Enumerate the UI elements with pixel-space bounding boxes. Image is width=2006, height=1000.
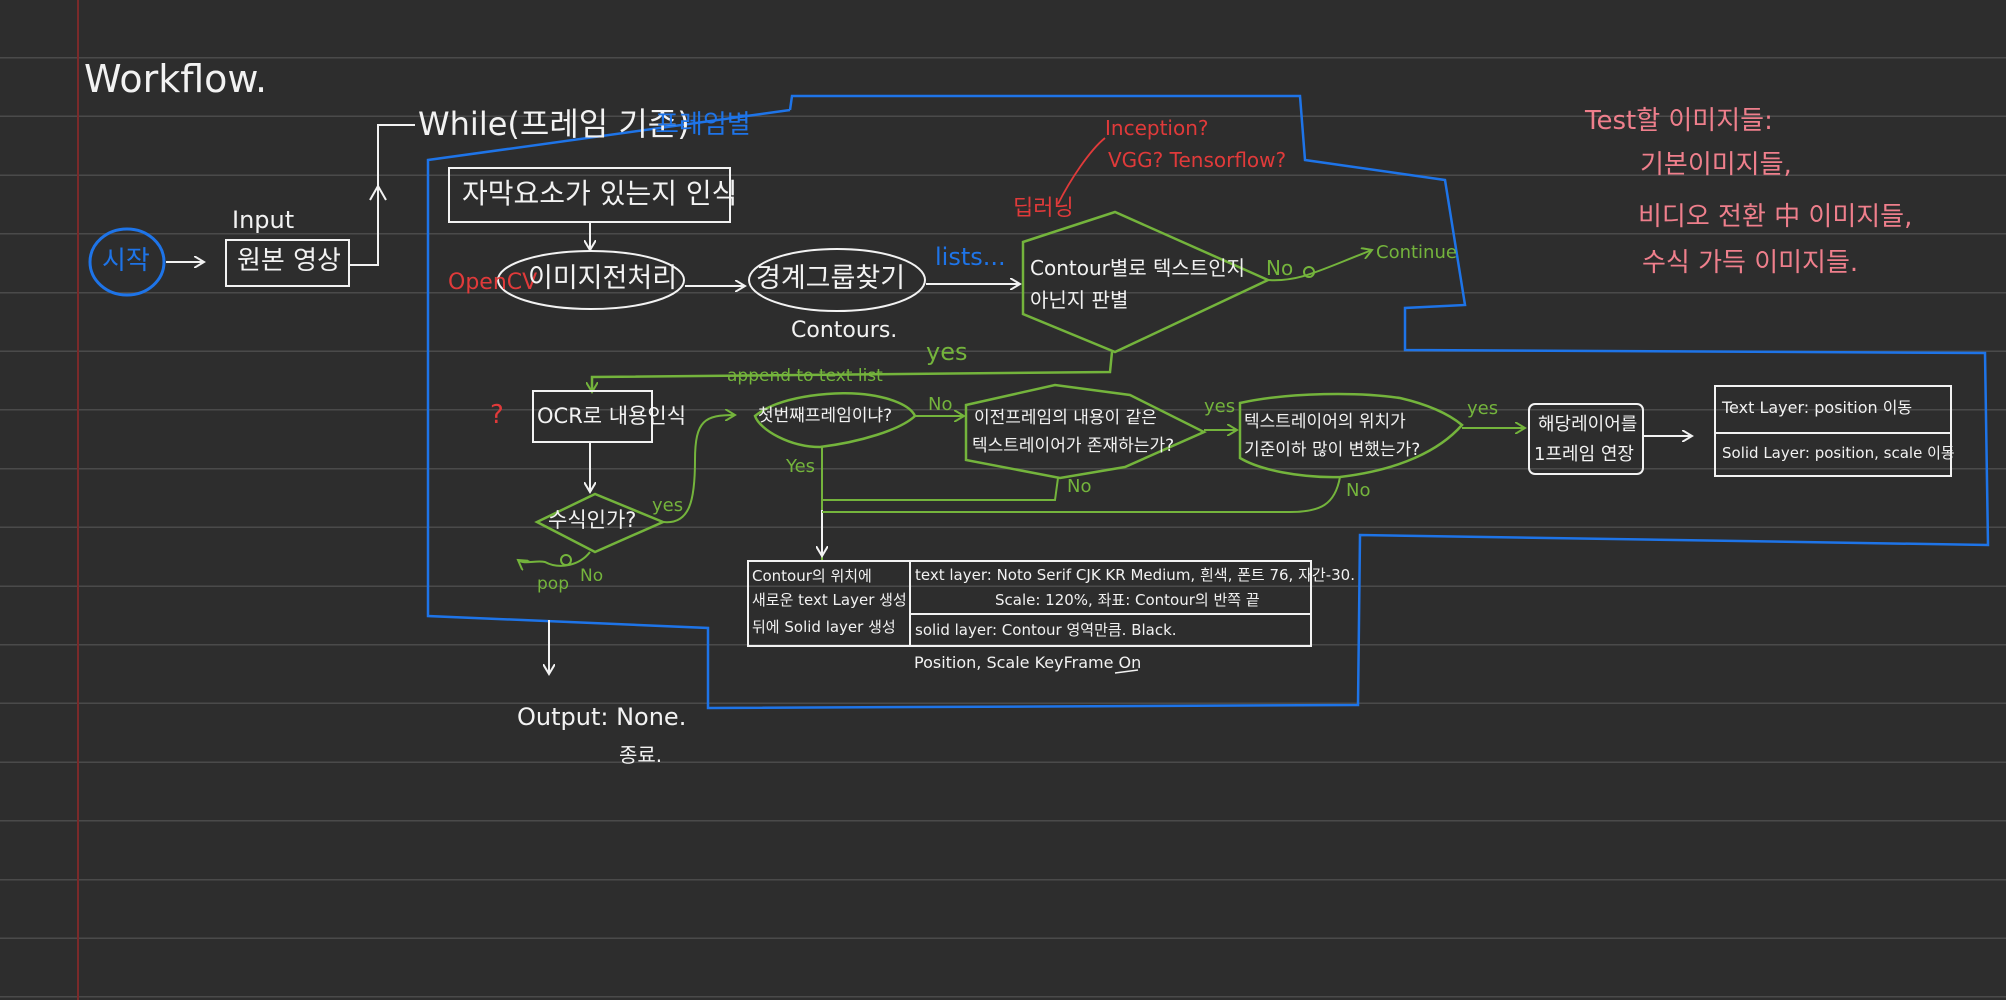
test-item-1: 기본이미지들, (1640, 150, 1792, 180)
test-item-3: 수식 가득 이미지들. (1642, 248, 1859, 278)
solid-layer-update: Solid Layer: position, scale 이동 (1722, 444, 1955, 462)
position-check-label-1: 텍스트레이어의 위치가 (1244, 412, 1406, 432)
layer-updates-box (1714, 385, 1952, 477)
output-label: Output: None. (517, 703, 687, 731)
per-frame-label: 프레임별 (655, 110, 751, 140)
no-label-formula: No (580, 566, 604, 586)
learning-label: 딥러닝 (1013, 196, 1074, 221)
arrow-to-loop (350, 124, 415, 266)
extend-layer-label-1: 해당레이어를 (1538, 414, 1638, 435)
keyframe-note: Position, Scale KeyFrame On (914, 653, 1142, 672)
yes-label-position: yes (1467, 398, 1499, 419)
test-item-2: 비디오 전환 中 이미지들, (1638, 202, 1913, 232)
no-label-decide: No (1266, 256, 1294, 280)
loop-boundary (426, 94, 1990, 710)
same-content-label-2: 텍스트레이어가 존재하는가? (972, 436, 1175, 456)
yes-label-same: yes (1204, 396, 1236, 417)
find-contours-label: 경계그룹찾기 (756, 263, 906, 294)
yes-label-formula: yes (652, 495, 684, 516)
same-content-hexagon (964, 383, 1207, 480)
solid-layer-spec: solid layer: Contour 영역만큼. Black. (915, 621, 1177, 639)
text-layer-spec-2: Scale: 120%, 좌표: Contour의 반쪽 끝 (995, 591, 1260, 609)
create-layer-table (747, 560, 1312, 647)
ocr-label: OCR로 내용인식 (537, 404, 687, 428)
first-frame-label: 첫번째프레임이냐? (758, 406, 893, 426)
learning-pointer (1057, 137, 1106, 205)
arrow-yes-ocr (592, 351, 1114, 392)
text-layer-update: Text Layer: position 이동 (1722, 398, 1913, 417)
opencv-label: OpenCV (448, 270, 538, 295)
arrow-formula-first (662, 415, 735, 524)
page-title: Workflow. (84, 57, 268, 101)
create-left-line-2: 새로운 text Layer 생성 (752, 591, 907, 609)
create-left-line-3: 뒤에 Solid layer 생성 (752, 618, 896, 636)
extend-layer-label-2: 1프레임 연장 (1534, 444, 1634, 465)
source-video-box (225, 239, 350, 287)
start-label: 시작 (102, 246, 150, 276)
no-label-same: No (1067, 476, 1092, 497)
detect-subtitle-box (448, 167, 731, 223)
while-label: While(프레임 기준) (418, 105, 690, 143)
yes-label-first: Yes (786, 456, 816, 477)
position-check-label-2: 기준이하 많이 변했는가? (1244, 440, 1421, 460)
arrow-formula-pop (518, 551, 591, 566)
same-content-label-1: 이전프레임의 내용이 같은 (974, 408, 1157, 428)
no-label-first: No (928, 394, 953, 415)
contours-label: Contours. (791, 318, 898, 343)
text-layer-spec-1: text layer: Noto Serif CJK KR Medium, 흰색… (915, 566, 1355, 584)
source-video-label: 원본 영상 (237, 246, 341, 276)
decide-text-label-2: 아닌지 판별 (1030, 288, 1129, 312)
vgg-label: VGG? Tensorflow? (1108, 148, 1287, 172)
find-contours-node (748, 248, 926, 312)
detect-subtitle-label: 자막요소가 있는지 인식 (462, 177, 738, 210)
no-label-position: No (1346, 480, 1371, 501)
decide-text-label-1: Contour별로 텍스트인지 (1030, 256, 1246, 280)
position-check-node (1238, 392, 1464, 479)
lists-label: lists... (935, 243, 1006, 271)
start-node (88, 227, 166, 297)
question-mark: ? (490, 400, 504, 430)
extend-layer-box (1528, 403, 1644, 475)
end-label: 종료. (619, 743, 663, 767)
preprocess-label: 이미지전처리 (528, 263, 678, 294)
pop-label: pop (537, 574, 569, 594)
test-title: Test할 이미지들: (1585, 106, 1773, 136)
margin-line (77, 0, 79, 1000)
line-same-no (822, 477, 1059, 501)
yes-label-decide: yes (926, 338, 968, 366)
arrow-no-continue (1267, 250, 1372, 282)
preprocess-node (497, 250, 685, 310)
append-label: append to text list (727, 366, 883, 386)
input-label: Input (232, 206, 295, 234)
inception-label: Inception? (1105, 116, 1209, 140)
decide-text-hexagon (1021, 210, 1272, 354)
formula-label: 수식인가? (548, 508, 637, 532)
ocr-box (532, 390, 653, 443)
continue-label: Continue (1376, 242, 1457, 263)
line-position-no (822, 476, 1341, 513)
create-left-line-1: Contour의 위치에 (752, 567, 872, 585)
arrow-up-head (369, 183, 387, 201)
